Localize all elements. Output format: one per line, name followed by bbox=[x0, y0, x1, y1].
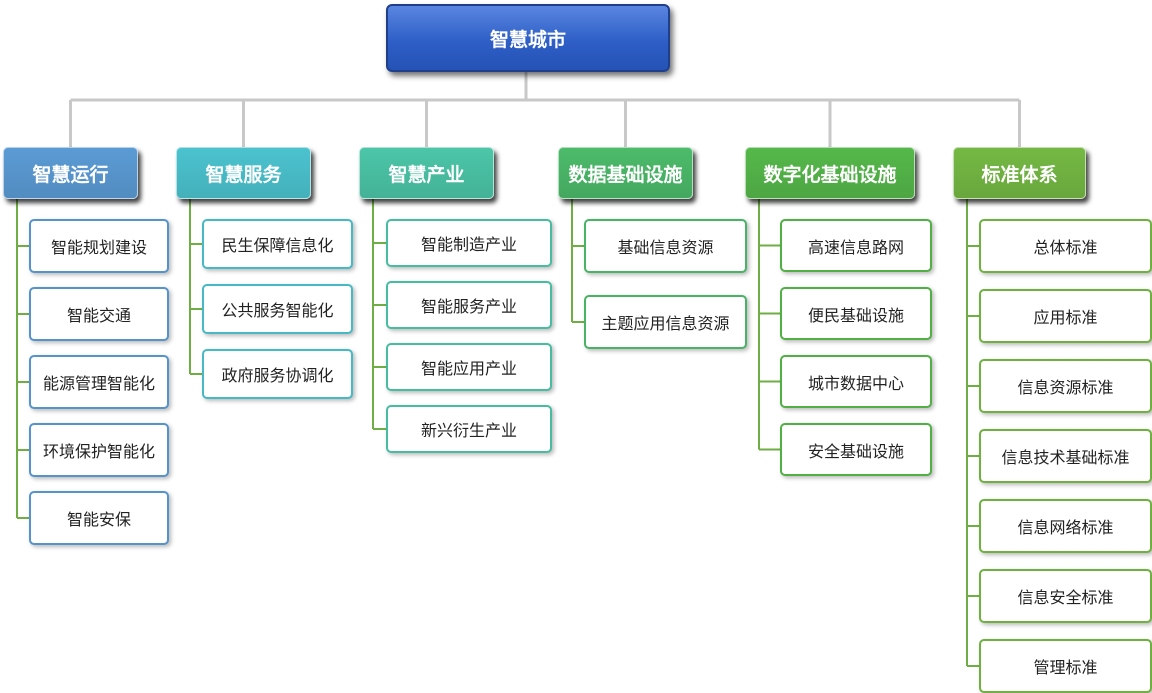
item-node: 应用标准 bbox=[979, 289, 1152, 343]
item-node: 管理标准 bbox=[979, 639, 1152, 693]
category-node: 标准体系 bbox=[953, 147, 1086, 199]
category-node: 智慧运行 bbox=[3, 147, 138, 199]
category-node: 智慧服务 bbox=[176, 147, 311, 199]
root-node: 智慧城市 bbox=[386, 4, 670, 72]
item-node: 城市数据中心 bbox=[780, 355, 932, 408]
item-node: 基础信息资源 bbox=[584, 219, 747, 273]
item-node: 智能安保 bbox=[29, 491, 169, 545]
item-node: 环境保护智能化 bbox=[29, 423, 169, 477]
item-node: 智能服务产业 bbox=[386, 281, 552, 329]
item-node: 信息安全标准 bbox=[979, 569, 1152, 623]
item-node: 便民基础设施 bbox=[780, 287, 932, 340]
item-node: 新兴衍生产业 bbox=[386, 405, 552, 453]
item-node: 智能制造产业 bbox=[386, 219, 552, 267]
item-node: 信息网络标准 bbox=[979, 499, 1152, 553]
item-node: 主题应用信息资源 bbox=[584, 295, 747, 349]
item-node: 安全基础设施 bbox=[780, 423, 932, 476]
category-node: 智慧产业 bbox=[359, 147, 494, 199]
category-node: 数据基础设施 bbox=[558, 147, 693, 199]
item-node: 智能应用产业 bbox=[386, 343, 552, 391]
item-node: 能源管理智能化 bbox=[29, 355, 169, 409]
item-node: 智能交通 bbox=[29, 287, 169, 341]
item-node: 信息技术基础标准 bbox=[979, 429, 1152, 483]
item-node: 高速信息路网 bbox=[780, 219, 932, 272]
item-node: 公共服务智能化 bbox=[202, 284, 353, 334]
item-node: 信息资源标准 bbox=[979, 359, 1152, 413]
item-node: 民生保障信息化 bbox=[202, 219, 353, 269]
item-node: 总体标准 bbox=[979, 219, 1152, 273]
item-node: 智能规划建设 bbox=[29, 219, 169, 273]
item-node: 政府服务协调化 bbox=[202, 349, 353, 399]
category-node: 数字化基础设施 bbox=[745, 147, 915, 199]
